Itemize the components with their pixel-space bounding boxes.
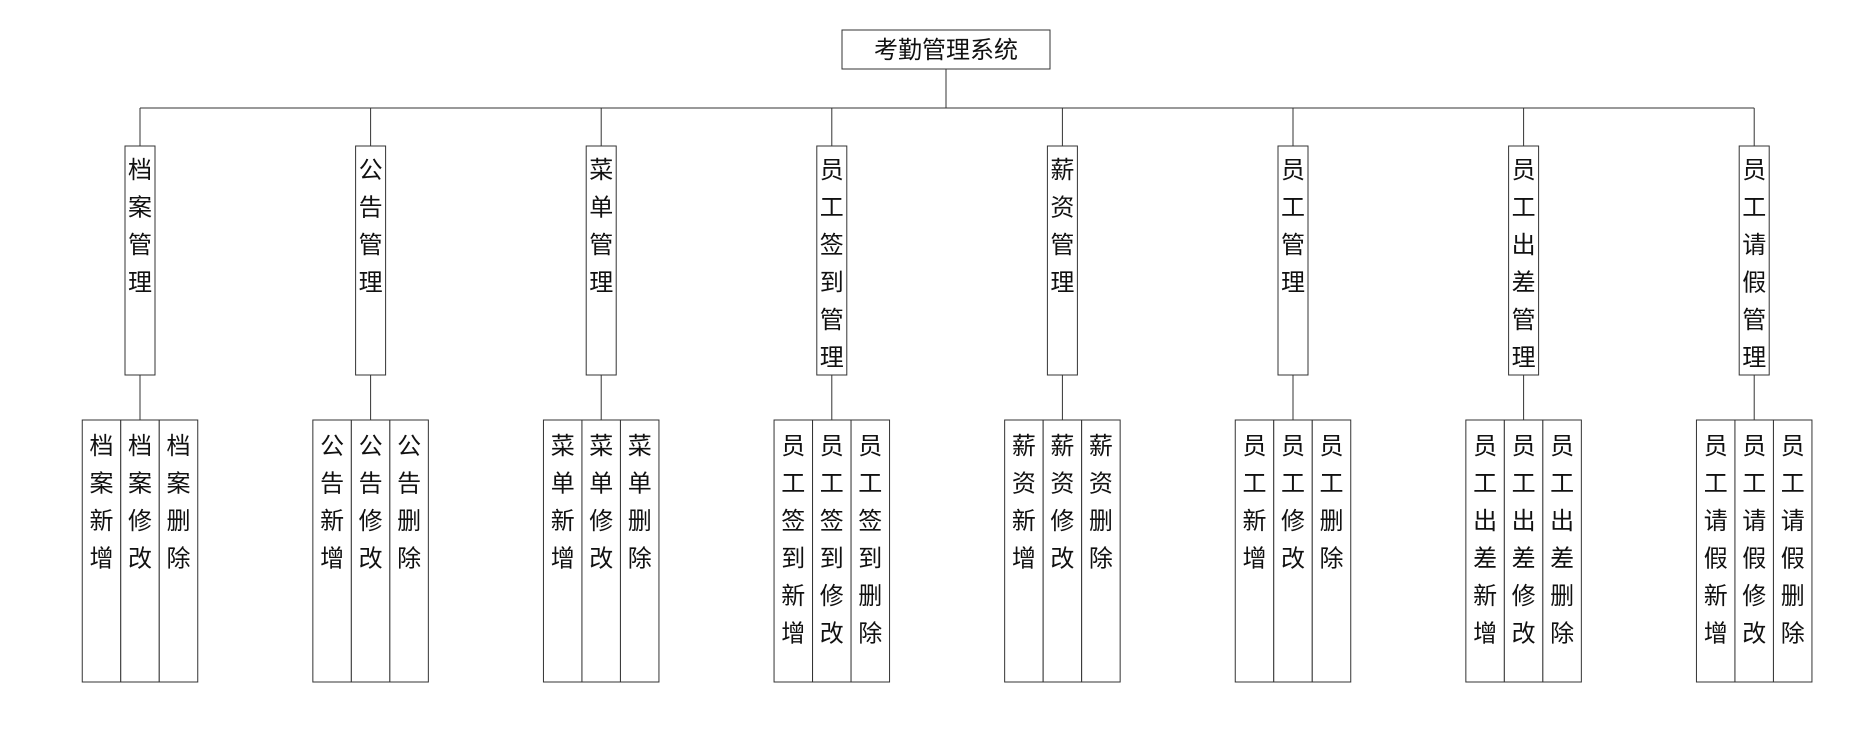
leaf-node: 员工请假修改 [1734,419,1774,683]
root-box [841,29,1051,70]
leaf-label: 菜单删除 [628,432,652,573]
leaf-label: 档案新增 [90,432,114,573]
leaf-label: 薪资修改 [1050,432,1074,573]
module-box [1508,145,1540,376]
leaf-box [850,419,891,683]
module-label: 员工出差管理 [1512,156,1536,372]
leaf-box [350,419,391,683]
module-box [816,145,848,376]
leaf-label: 薪资删除 [1089,432,1113,573]
leaf-node: 薪资删除 [1081,419,1121,683]
leaf-label: 员工请假修改 [1742,432,1766,648]
leaf-label: 员工删除 [1320,432,1344,573]
leaf-label: 员工签到新增 [781,432,805,648]
leaf-box [619,419,660,683]
leaf-box [1695,419,1736,683]
leaf-node: 薪资修改 [1042,419,1083,683]
leaf-node: 菜单新增 [542,419,583,683]
leaf-box [1772,419,1813,683]
module-node: 菜单管理 [585,145,617,376]
module-label: 档案管理 [128,156,152,297]
module-box [1046,145,1078,376]
leaf-label: 档案修改 [128,432,152,573]
leaf-node: 员工签到修改 [812,419,852,683]
module-box [1277,145,1309,376]
module-node: 员工签到管理 [816,145,848,376]
module-label: 薪资管理 [1050,156,1074,297]
leaf-node: 员工签到新增 [773,419,814,683]
leaf-node: 档案新增 [81,419,122,683]
leaf-box [1542,419,1582,683]
leaf-node: 菜单修改 [581,419,621,683]
leaf-node: 员工出差新增 [1465,419,1505,683]
leaf-box [1081,419,1121,683]
leaf-box [812,419,852,683]
leaf-box [389,419,429,683]
leaf-box [773,419,814,683]
leaf-label: 员工请假删除 [1781,432,1805,648]
module-label: 公告管理 [359,156,383,297]
module-label: 菜单管理 [589,156,613,297]
leaf-node: 员工出差删除 [1542,419,1582,683]
leaf-node: 员工修改 [1273,419,1313,683]
module-node: 档案管理 [124,145,156,376]
leaf-box [1503,419,1544,683]
leaf-label: 员工出差删除 [1550,432,1574,648]
leaf-node: 员工新增 [1234,419,1275,683]
module-box [124,145,156,376]
leaf-box [1311,419,1352,683]
leaf-label: 员工签到修改 [820,432,844,648]
leaf-label: 公告修改 [359,432,383,573]
leaf-label: 公告删除 [397,432,421,573]
leaf-label: 员工请假新增 [1704,432,1728,648]
leaf-box [1004,419,1044,683]
leaf-label: 员工新增 [1243,432,1267,573]
leaf-label: 档案删除 [167,432,191,573]
leaf-node: 公告新增 [312,419,352,683]
leaf-node: 菜单删除 [619,419,660,683]
leaf-box [1273,419,1313,683]
leaf-label: 公告新增 [320,432,344,573]
leaf-label: 员工出差新增 [1473,432,1497,648]
leaf-box [81,419,122,683]
leaf-label: 菜单新增 [551,432,575,573]
leaf-node: 员工请假新增 [1695,419,1736,683]
connector-lines [139,69,1755,420]
leaf-node: 员工签到删除 [850,419,891,683]
leaf-node: 档案删除 [158,419,199,683]
module-label: 员工管理 [1281,156,1305,297]
leaf-label: 薪资新增 [1012,432,1036,573]
module-nodes: 档案管理 公告管理 菜单管理 员工签到管理 薪资管理 员工管理 员工出差管理 员工请假管理 [124,145,1770,376]
leaf-node: 公告修改 [350,419,391,683]
module-node: 员工请假管理 [1738,145,1770,376]
root-label: 考勤管理系统 [874,36,1018,64]
module-label: 员工请假管理 [1742,156,1766,372]
leaf-node: 员工出差修改 [1503,419,1544,683]
module-node: 员工管理 [1277,145,1309,376]
leaf-label: 员工修改 [1281,432,1305,573]
leaf-node: 员工请假删除 [1772,419,1813,683]
leaf-node: 档案修改 [120,419,160,683]
module-node: 公告管理 [355,145,387,376]
module-label: 员工签到管理 [820,156,844,372]
leaf-box [542,419,583,683]
leaf-box [158,419,199,683]
module-box [1738,145,1770,376]
leaf-label: 员工签到删除 [858,432,882,648]
leaf-box [1234,419,1275,683]
root-node: 考勤管理系统 [841,29,1051,70]
leaf-node: 公告删除 [389,419,429,683]
module-box [585,145,617,376]
module-node: 薪资管理 [1046,145,1078,376]
leaf-node: 薪资新增 [1004,419,1044,683]
leaf-box [1465,419,1505,683]
module-node: 员工出差管理 [1508,145,1540,376]
leaf-label: 员工出差修改 [1512,432,1536,648]
leaf-node: 员工删除 [1311,419,1352,683]
leaf-label: 菜单修改 [589,432,613,573]
leaf-box [1734,419,1774,683]
module-box [355,145,387,376]
